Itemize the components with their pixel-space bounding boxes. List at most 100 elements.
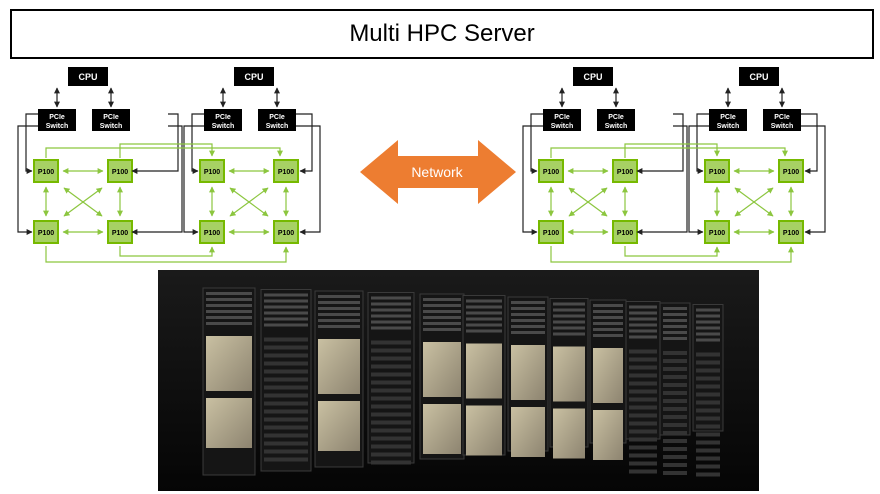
cpu-box — [573, 67, 613, 86]
gpu-chip — [704, 159, 730, 183]
pcie-switch-label: Switch — [717, 123, 740, 130]
rack-vent — [318, 307, 360, 310]
rack-vent — [423, 310, 461, 313]
page-title: Multi HPC Server — [349, 20, 535, 47]
gpu-chip — [778, 159, 804, 183]
rack-vent — [206, 316, 252, 319]
rack-vent — [593, 316, 623, 319]
rack-vent — [663, 455, 687, 459]
rack-vent — [371, 356, 411, 361]
cpu-box — [68, 67, 108, 86]
rack-vent — [696, 392, 720, 397]
rack-vent — [629, 421, 657, 426]
rack-vent — [264, 337, 308, 342]
inter-group-nvlink — [550, 246, 794, 263]
rack-vent — [696, 432, 720, 437]
rack-vent — [371, 364, 411, 369]
rack-vent — [206, 292, 252, 295]
pcie-switch-label: PCIe — [608, 114, 624, 121]
gpu-label: P100 — [543, 230, 559, 237]
pcie-switch-box — [38, 109, 76, 131]
rack-vent — [663, 415, 687, 419]
pcie-switch-label: Switch — [771, 123, 794, 130]
rack-vent — [593, 328, 623, 331]
rack-vent — [663, 351, 687, 355]
rack-vent — [206, 322, 252, 325]
inter-group-nvlink — [624, 143, 720, 158]
pcie-switch-box — [763, 109, 801, 131]
rack-vent — [264, 433, 308, 438]
rack-vent — [553, 320, 585, 324]
pcie-switch-label: PCIe — [269, 114, 285, 121]
rack-vent — [264, 353, 308, 358]
network-arrow: Network — [360, 140, 516, 204]
gpu-module-panel — [206, 336, 252, 391]
rack-vent — [593, 334, 623, 337]
inter-group-nvlink — [45, 246, 289, 263]
gpu-chip — [704, 220, 730, 244]
rack-vent — [264, 305, 308, 309]
rack-vent — [663, 407, 687, 411]
rack-vent — [371, 314, 411, 318]
rack-vent — [466, 323, 502, 327]
gpu-module-panel — [466, 405, 502, 456]
pcie-switch-label: PCIe — [49, 114, 65, 121]
rack-vent — [466, 305, 502, 309]
gpu-module-panel — [466, 343, 502, 399]
rack-vent — [629, 397, 657, 402]
title-banner: Multi HPC Server — [10, 9, 874, 59]
gpu-label: P100 — [543, 169, 559, 176]
nvlink — [229, 187, 269, 217]
rack-vent — [629, 381, 657, 386]
inter-group-nvlink — [550, 147, 788, 158]
pcie-switch-box — [92, 109, 130, 131]
rack-vent — [663, 391, 687, 395]
rack-vent — [264, 299, 308, 303]
rack-vent — [663, 383, 687, 387]
server-topology-diagram: CPUPCIeSwitchPCIeSwitchP100P100P100P100C… — [17, 67, 826, 263]
rack-vent — [466, 311, 502, 315]
rack-vent — [264, 449, 308, 454]
rack-vent — [371, 326, 411, 330]
gpu-label: P100 — [204, 230, 220, 237]
pcie-switch-label: PCIe — [215, 114, 231, 121]
gpu-label: P100 — [783, 230, 799, 237]
rack-vent — [371, 348, 411, 353]
gpu-label: P100 — [278, 169, 294, 176]
pcie-switch-box — [258, 109, 296, 131]
pcie-switch-box — [204, 109, 242, 131]
rack-vent — [593, 310, 623, 313]
pcie-gpu-link — [688, 125, 709, 235]
rack-vent — [696, 368, 720, 373]
rack-vent — [629, 413, 657, 418]
gpu-chip — [199, 220, 225, 244]
pcie-switch-box — [543, 109, 581, 131]
rack-vent — [553, 314, 585, 318]
rack-vent — [629, 461, 657, 466]
rack-vent — [663, 447, 687, 451]
cpu-label: CPU — [583, 72, 602, 82]
gpu-module-panel — [511, 345, 545, 400]
pcie-gpu-link — [131, 113, 179, 174]
rack-vent — [264, 323, 308, 327]
rack-vent — [593, 304, 623, 307]
server-rack — [692, 304, 724, 477]
pcie-switch-label: PCIe — [774, 114, 790, 121]
rack-vent — [663, 307, 687, 310]
pcie-gpu-link — [17, 125, 38, 235]
rack-vent — [629, 335, 657, 339]
rack-vent — [696, 472, 720, 477]
rack-vent — [663, 359, 687, 363]
rack-vent — [629, 389, 657, 394]
gpu-chip — [273, 159, 299, 183]
pcie-gpu-link — [530, 113, 543, 174]
pcie-gpu-link — [696, 113, 709, 174]
gpu-label: P100 — [617, 230, 633, 237]
rack-vent — [696, 464, 720, 469]
rack-vent — [553, 332, 585, 336]
gpu-label: P100 — [38, 169, 54, 176]
rack-vent — [206, 310, 252, 313]
gpu-chip — [33, 159, 59, 183]
gpu-label: P100 — [709, 230, 725, 237]
pcie-switch-label: Switch — [551, 123, 574, 130]
